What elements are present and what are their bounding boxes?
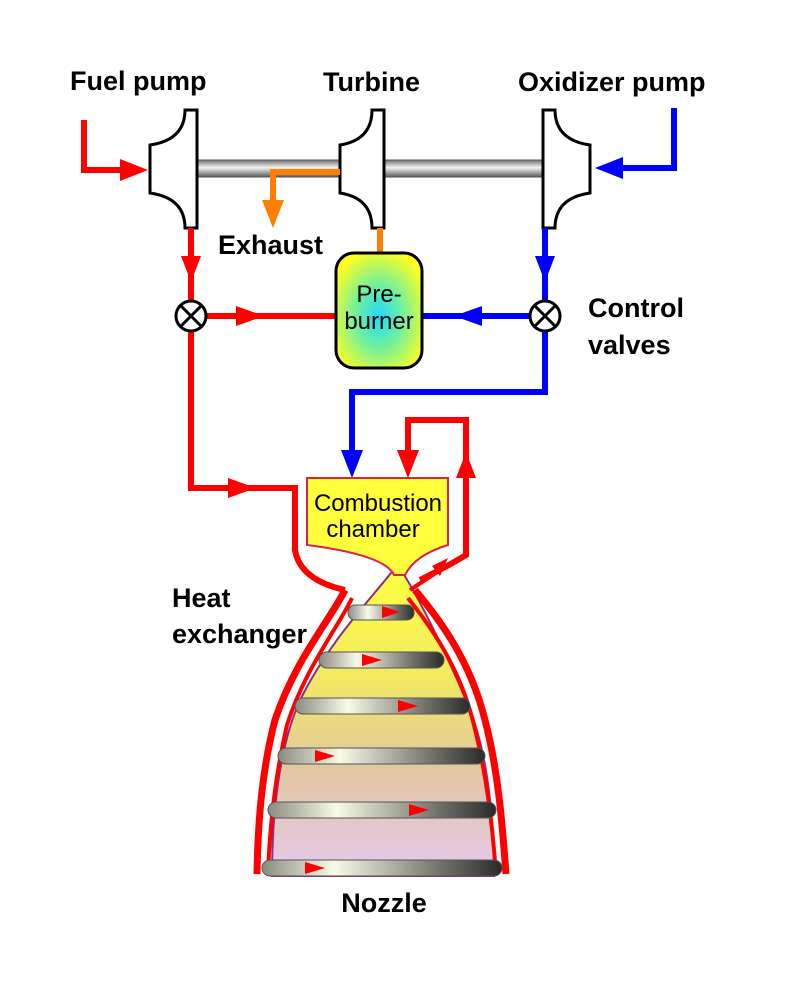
- coolant-exit-arrow: [432, 558, 448, 576]
- preburner-label-line1: Pre-: [356, 281, 401, 308]
- oxidizer-pump-outlet-arrow: [535, 256, 555, 282]
- fuel-to-preburner-arrow: [236, 306, 264, 326]
- cooling-ring: [267, 801, 497, 819]
- turbine-label: Turbine: [323, 67, 420, 97]
- fuel-to-heat-exchanger-arrow: [228, 478, 256, 498]
- combustion-chamber: [306, 477, 449, 576]
- oxidizer-to-chamber-line: [349, 332, 548, 455]
- oxidizer-inlet-line: [620, 108, 677, 171]
- oxidizer-pump: [541, 108, 592, 230]
- oxidizer-pump-label: Oxidizer pump: [518, 67, 706, 97]
- cooling-ring-arrow: [305, 862, 325, 874]
- cooling-ring: [261, 859, 503, 877]
- cooling-ring-arrow: [398, 700, 418, 712]
- cooling-ring: [277, 747, 486, 765]
- fuel-pump-outlet-arrow: [181, 256, 201, 282]
- fuel-control-valve: [174, 299, 208, 333]
- cooling-ring: [347, 604, 415, 621]
- fuel-pump: [148, 108, 199, 230]
- oxidizer-inlet-arrow: [595, 157, 623, 179]
- cooling-ring-arrow: [362, 654, 382, 666]
- cooling-ring-arrow: [409, 804, 429, 816]
- turbine: [338, 108, 386, 230]
- control-valves-label-line1: Control: [588, 293, 684, 323]
- heat-exchanger-right-wall: [412, 587, 510, 875]
- coolant-inner-wall: [408, 558, 458, 592]
- fuel-pump-label: Fuel pump: [70, 66, 207, 96]
- heat-exchanger-left-wall: [253, 588, 349, 875]
- fuel-to-heat-exchanger-line: [188, 332, 346, 593]
- preburner: [334, 251, 424, 370]
- exhaust-line: [270, 169, 340, 205]
- oxidizer-control-valve: [528, 299, 562, 333]
- cooling-ring-arrow: [315, 750, 335, 762]
- preburner-label-line2: burner: [344, 308, 413, 335]
- coolant-return-arrow-up: [456, 452, 476, 478]
- exhaust-arrow: [262, 200, 284, 228]
- fuel-inlet-arrow: [120, 159, 148, 181]
- combustion-chamber-label-line1: Combustion: [314, 490, 442, 517]
- heat-exchanger-label-line2: exchanger: [172, 619, 308, 649]
- heat-exchanger-label-line1: Heat: [172, 583, 231, 613]
- coolant-return-arrow-down: [397, 450, 419, 478]
- exhaust-label: Exhaust: [218, 230, 323, 260]
- nozzle-label: Nozzle: [341, 888, 427, 918]
- combustion-chamber-label-line2: chamber: [326, 516, 419, 543]
- control-valves-label-line2: valves: [588, 330, 671, 360]
- heat-exchanger-right-inner: [406, 596, 498, 875]
- oxidizer-to-preburner-arrow: [454, 306, 482, 326]
- cooling-rings: [261, 604, 503, 877]
- fuel-inlet-line: [81, 120, 125, 173]
- cooling-ring-arrow: [382, 606, 400, 618]
- heat-exchanger-left-inner: [266, 597, 354, 875]
- cooling-ring: [294, 697, 471, 715]
- oxidizer-to-chamber-arrow: [341, 450, 363, 478]
